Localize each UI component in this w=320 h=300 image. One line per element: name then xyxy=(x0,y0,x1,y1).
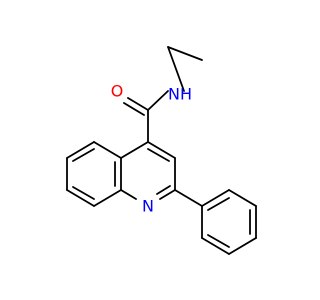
bond-c7-c8-inner xyxy=(72,186,95,200)
bond-phenyl-5-inner xyxy=(207,234,230,248)
bond-phenyl-1 xyxy=(201,189,230,207)
bond-ethyl-ch3 xyxy=(167,46,203,61)
bond-c5-c6-inner xyxy=(72,148,95,162)
bond-ethyl-ch2-n xyxy=(167,46,185,92)
bond-c4a-c4 xyxy=(120,141,149,159)
bond-c7-c8 xyxy=(66,189,95,207)
amide-nitrogen-label: NH xyxy=(168,85,192,104)
bond-n-carbonyl xyxy=(147,90,169,111)
ring-nitrogen-label: N xyxy=(142,197,154,216)
bond-phenyl-2 xyxy=(228,189,257,207)
bond-carbonyl-oxygen-1 xyxy=(127,97,149,111)
bond-n1-c8a xyxy=(120,189,137,200)
bond-c2-phenyl xyxy=(174,189,203,207)
bonds xyxy=(66,46,257,255)
bond-c4-c3-inner xyxy=(147,148,170,162)
bond-c2-n1 xyxy=(159,189,176,200)
bond-phenyl-1-inner xyxy=(207,197,230,211)
bond-carbonyl-oxygen-2 xyxy=(123,102,145,116)
bond-c4a-c5 xyxy=(93,141,122,159)
bond-phenyl-4 xyxy=(228,237,257,255)
bond-c5-c6 xyxy=(66,141,95,159)
bond-c4-c3 xyxy=(147,141,176,159)
bond-c8-c8a xyxy=(93,189,122,207)
atom-labels: O NH N xyxy=(111,82,192,216)
oxygen-atom-label: O xyxy=(111,82,124,101)
bond-c2-n1-inner xyxy=(156,185,171,195)
chemical-structure-diagram: O NH N xyxy=(66,46,257,255)
bond-phenyl-5 xyxy=(201,237,230,255)
